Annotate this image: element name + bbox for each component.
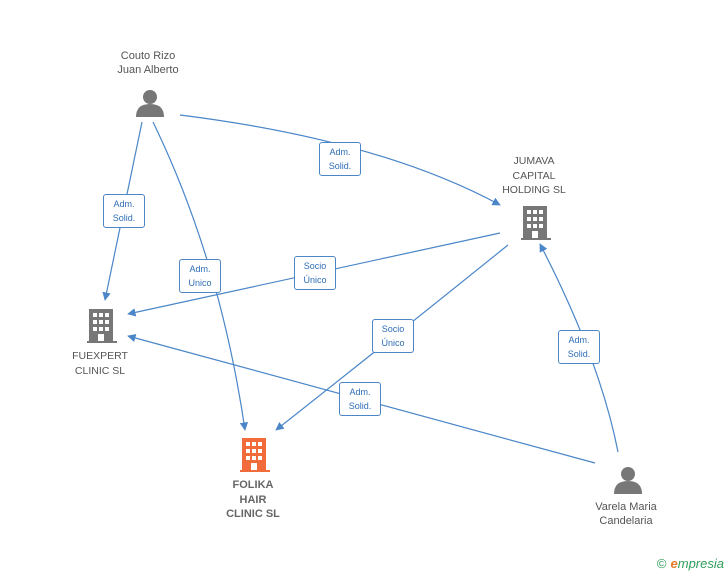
edge-label-jumava-folika[interactable]: Socio Único <box>372 319 414 353</box>
node-label-fuexpert[interactable]: FUEXPERT CLINIC SL <box>52 349 148 378</box>
edge-label-couto-folika[interactable]: Adm. Unico <box>179 259 221 293</box>
edge-label-line: Adm. <box>113 199 135 209</box>
node-label-line: CLINIC SL <box>226 508 280 520</box>
node-label-line: JUMAVA <box>513 155 555 167</box>
copyright-icon: © <box>656 556 667 571</box>
brand-name: mpresia <box>677 556 724 571</box>
edge-label-varela-jumava[interactable]: Adm. Solid. <box>558 330 600 364</box>
edge-label-line: Solid. <box>348 401 372 411</box>
person-icon[interactable] <box>614 467 642 494</box>
node-label-line: CAPITAL <box>512 169 556 182</box>
edge-label-line: Adm. <box>189 264 211 274</box>
node-label-line: Candelaria <box>599 515 653 527</box>
node-label-jumava[interactable]: JUMAVA CAPITAL HOLDING SL <box>484 154 584 198</box>
edge-label-line: Socio <box>381 324 405 334</box>
edge-label-couto-fuexpert[interactable]: Adm. Solid. <box>103 194 145 228</box>
node-label-line: FOLIKA <box>232 479 274 491</box>
edge-label-line: Adm. <box>329 147 351 157</box>
edge-label-jumava-fuexpert[interactable]: Socio Único <box>294 256 336 290</box>
node-label-line: Juan Alberto <box>117 64 179 76</box>
edge-label-line: Unico <box>188 278 212 288</box>
edge-label-line: Adm. <box>349 387 371 397</box>
brand-initial: e <box>670 556 678 571</box>
edge-label-line: Único <box>381 338 405 348</box>
edge-label-varela-fuexpert[interactable]: Adm. Solid. <box>339 382 381 416</box>
node-label-varela[interactable]: Varela Maria Candelaria <box>574 500 678 528</box>
edge-label-couto-jumava[interactable]: Adm. Solid. <box>319 142 361 176</box>
edge-label-line: Solid. <box>328 161 352 171</box>
edge-label-line: Solid. <box>567 349 591 359</box>
edge-label-line: Único <box>303 275 327 285</box>
person-icon[interactable] <box>136 90 164 117</box>
node-label-line: Couto Rizo <box>120 50 176 62</box>
node-label-couto[interactable]: Couto Rizo Juan Alberto <box>96 49 200 77</box>
edge-label-line: Solid. <box>112 213 136 223</box>
building-icon[interactable] <box>240 438 270 472</box>
building-icon[interactable] <box>521 206 551 240</box>
building-icon[interactable] <box>87 309 117 343</box>
node-label-line: CLINIC SL <box>74 364 126 377</box>
node-label-line: FUEXPERT <box>72 350 128 362</box>
edge-label-line: Adm. <box>568 335 590 345</box>
node-label-folika[interactable]: FOLIKA HAIR CLINIC SL <box>205 478 301 522</box>
edge-label-line: Socio <box>303 261 327 271</box>
node-label-line: HAIR <box>239 493 267 506</box>
node-label-line: Varela Maria <box>595 501 657 513</box>
brand-logo: ©empresia <box>657 556 724 571</box>
node-label-line: HOLDING SL <box>502 184 566 196</box>
